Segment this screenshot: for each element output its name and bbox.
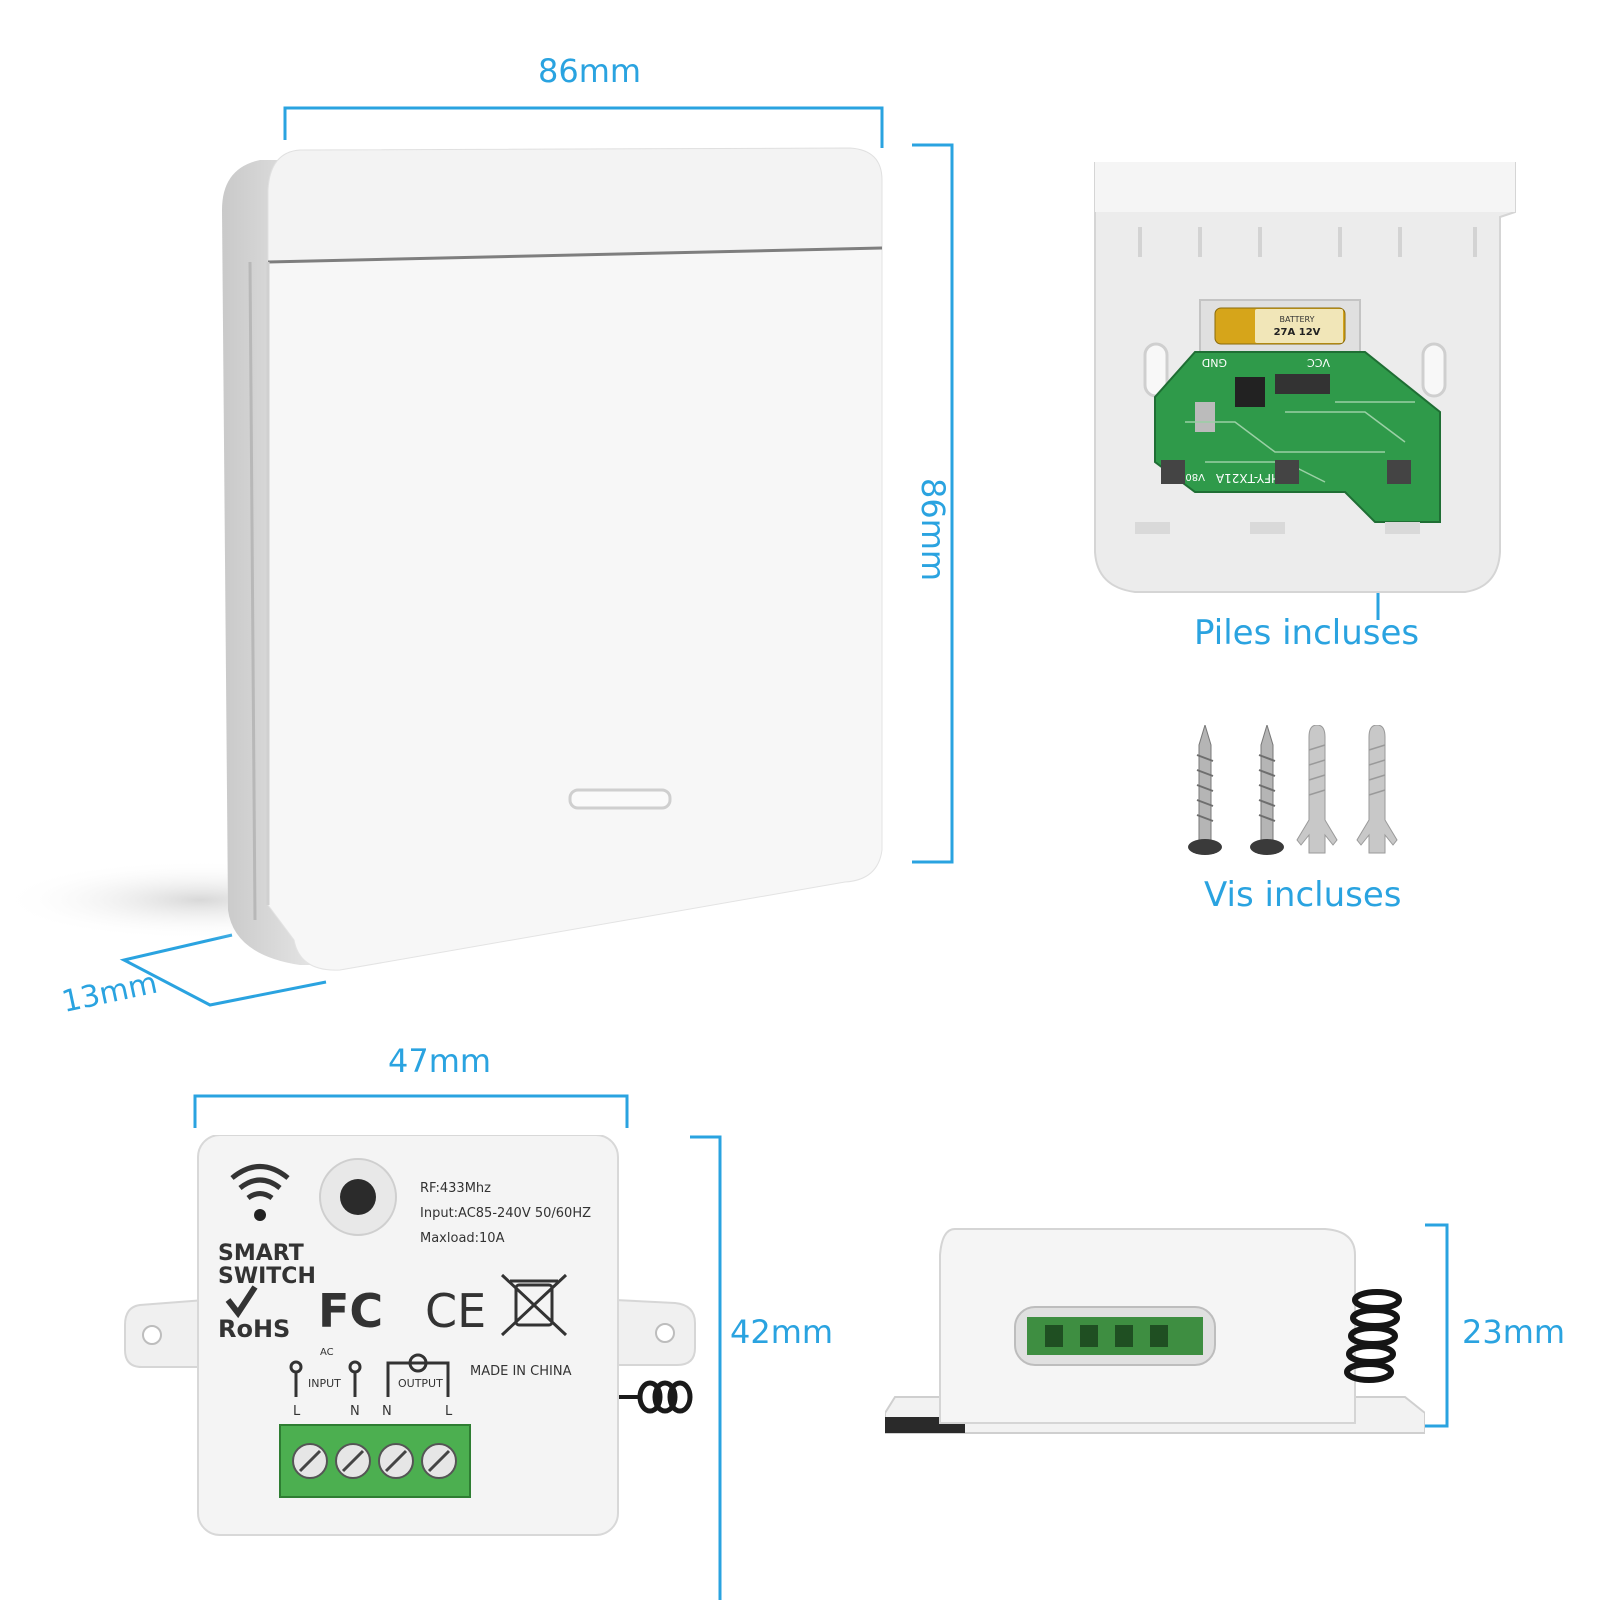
receiver-led-icon xyxy=(254,1209,266,1221)
dimension-line-switch-depth xyxy=(119,933,327,1007)
ce-mark: CE xyxy=(425,1284,486,1338)
battery-wrap xyxy=(1255,309,1343,343)
switch-back-view: BATTERY 27A 12V GND VCC HFY-TX21A V80 xyxy=(1094,162,1516,593)
screw-icon xyxy=(1188,725,1222,855)
switch-indicator-light xyxy=(568,788,672,810)
screws-and-anchors xyxy=(1188,725,1398,855)
terminal-screw-icon[interactable] xyxy=(335,1443,371,1479)
pcb-ic xyxy=(1275,374,1330,394)
pcb-crystal xyxy=(1195,402,1215,432)
switch-side-seam xyxy=(248,261,257,921)
screw-icon xyxy=(1250,725,1284,855)
terminal-label-l1: L xyxy=(293,1404,301,1419)
receiver-maxload-spec: Maxload:10A xyxy=(420,1231,505,1246)
dimension-line-switch-height xyxy=(912,143,954,864)
wiring-diagram-icon xyxy=(289,1353,450,1397)
fcc-mark: FC xyxy=(318,1284,383,1338)
rohs-mark: RoHS xyxy=(218,1315,290,1343)
receiver-antenna xyxy=(637,1380,693,1414)
dimension-label-receiver-height: 42mm xyxy=(730,1313,834,1351)
dimension-label-receiver-side: 23mm xyxy=(1462,1313,1566,1351)
pcb-model-label: HFY-TX21A xyxy=(1215,471,1280,485)
dimension-label-switch-width: 86mm xyxy=(538,52,642,90)
battery-label: BATTERY xyxy=(1280,315,1315,324)
receiver-ear-right xyxy=(614,1298,696,1366)
pcb-gnd-label: GND xyxy=(1202,356,1227,369)
pcb-chip xyxy=(1235,377,1265,407)
terminal-screw-icon[interactable] xyxy=(378,1443,414,1479)
receiver-brand-line2: SWITCH xyxy=(218,1264,316,1289)
receiver-pairing-button[interactable] xyxy=(340,1179,376,1215)
mounting-slot-right xyxy=(1421,342,1447,398)
terminal-label-l2: L xyxy=(445,1404,453,1419)
pcb-board xyxy=(1154,351,1441,523)
switch-frame-top xyxy=(267,147,883,263)
pcb-version-label: V80 xyxy=(1185,471,1205,482)
wall-anchor-icon xyxy=(1296,725,1338,854)
receiver-front: SMART SWITCH RF:433Mhz Input:AC85-240V 5… xyxy=(124,1135,696,1536)
terminal-label-n1: N xyxy=(350,1404,360,1419)
dimension-label-receiver-width: 47mm xyxy=(388,1042,492,1080)
dimension-line-receiver-height xyxy=(690,1135,722,1600)
receiver-made-in: MADE IN CHINA xyxy=(470,1364,572,1379)
dimension-line-receiver-side xyxy=(1425,1223,1449,1428)
battery-model: 27A 12V xyxy=(1274,327,1321,338)
switch-back-lip xyxy=(1095,162,1515,212)
receiver-input-spec: Input:AC85-240V 50/60HZ xyxy=(420,1206,591,1221)
receiver-ear-hole-left xyxy=(142,1325,162,1345)
pcb-traces xyxy=(1185,401,1415,483)
pcb-button-center xyxy=(1275,460,1299,484)
receiver-input-label: INPUT xyxy=(308,1377,341,1390)
dimension-line-receiver-width xyxy=(193,1094,629,1128)
wifi-icon xyxy=(230,1164,290,1201)
back-foot-1 xyxy=(1135,522,1170,534)
switch-rocker-gap xyxy=(267,246,883,264)
back-foot-3 xyxy=(1385,522,1420,534)
terminal-screw-icon[interactable] xyxy=(421,1443,457,1479)
weee-bin-icon xyxy=(500,1273,568,1337)
pcb-vcc-label: VCC xyxy=(1307,356,1330,369)
receiver-ear-left xyxy=(124,1298,206,1368)
switch-back-ribs xyxy=(1138,227,1477,257)
receiver-output-label: OUTPUT xyxy=(398,1377,443,1390)
dimension-line-switch-width xyxy=(283,106,884,148)
receiver-rf-spec: RF:433Mhz xyxy=(420,1181,491,1196)
batteries-included-label: Piles incluses xyxy=(1194,613,1420,653)
terminal-screw-icon[interactable] xyxy=(292,1443,328,1479)
receiver-side-terminal-slots xyxy=(1045,1325,1168,1347)
receiver-ear-hole-right xyxy=(655,1323,675,1343)
terminal-label-n2: N xyxy=(382,1404,392,1419)
back-foot-2 xyxy=(1250,522,1285,534)
switch-rocker[interactable] xyxy=(267,247,883,971)
rohs-check-icon xyxy=(225,1285,258,1319)
screws-included-label: Vis incluses xyxy=(1204,875,1402,915)
receiver-side-antenna xyxy=(1344,1289,1402,1383)
pcb-button-right xyxy=(1387,460,1411,484)
receiver-side xyxy=(885,1228,1425,1434)
receiver-ac-label: AC xyxy=(320,1347,334,1358)
pcb-button-left xyxy=(1161,460,1185,484)
receiver-brand-line1: SMART xyxy=(218,1241,304,1266)
wall-anchor-icon xyxy=(1356,725,1398,854)
